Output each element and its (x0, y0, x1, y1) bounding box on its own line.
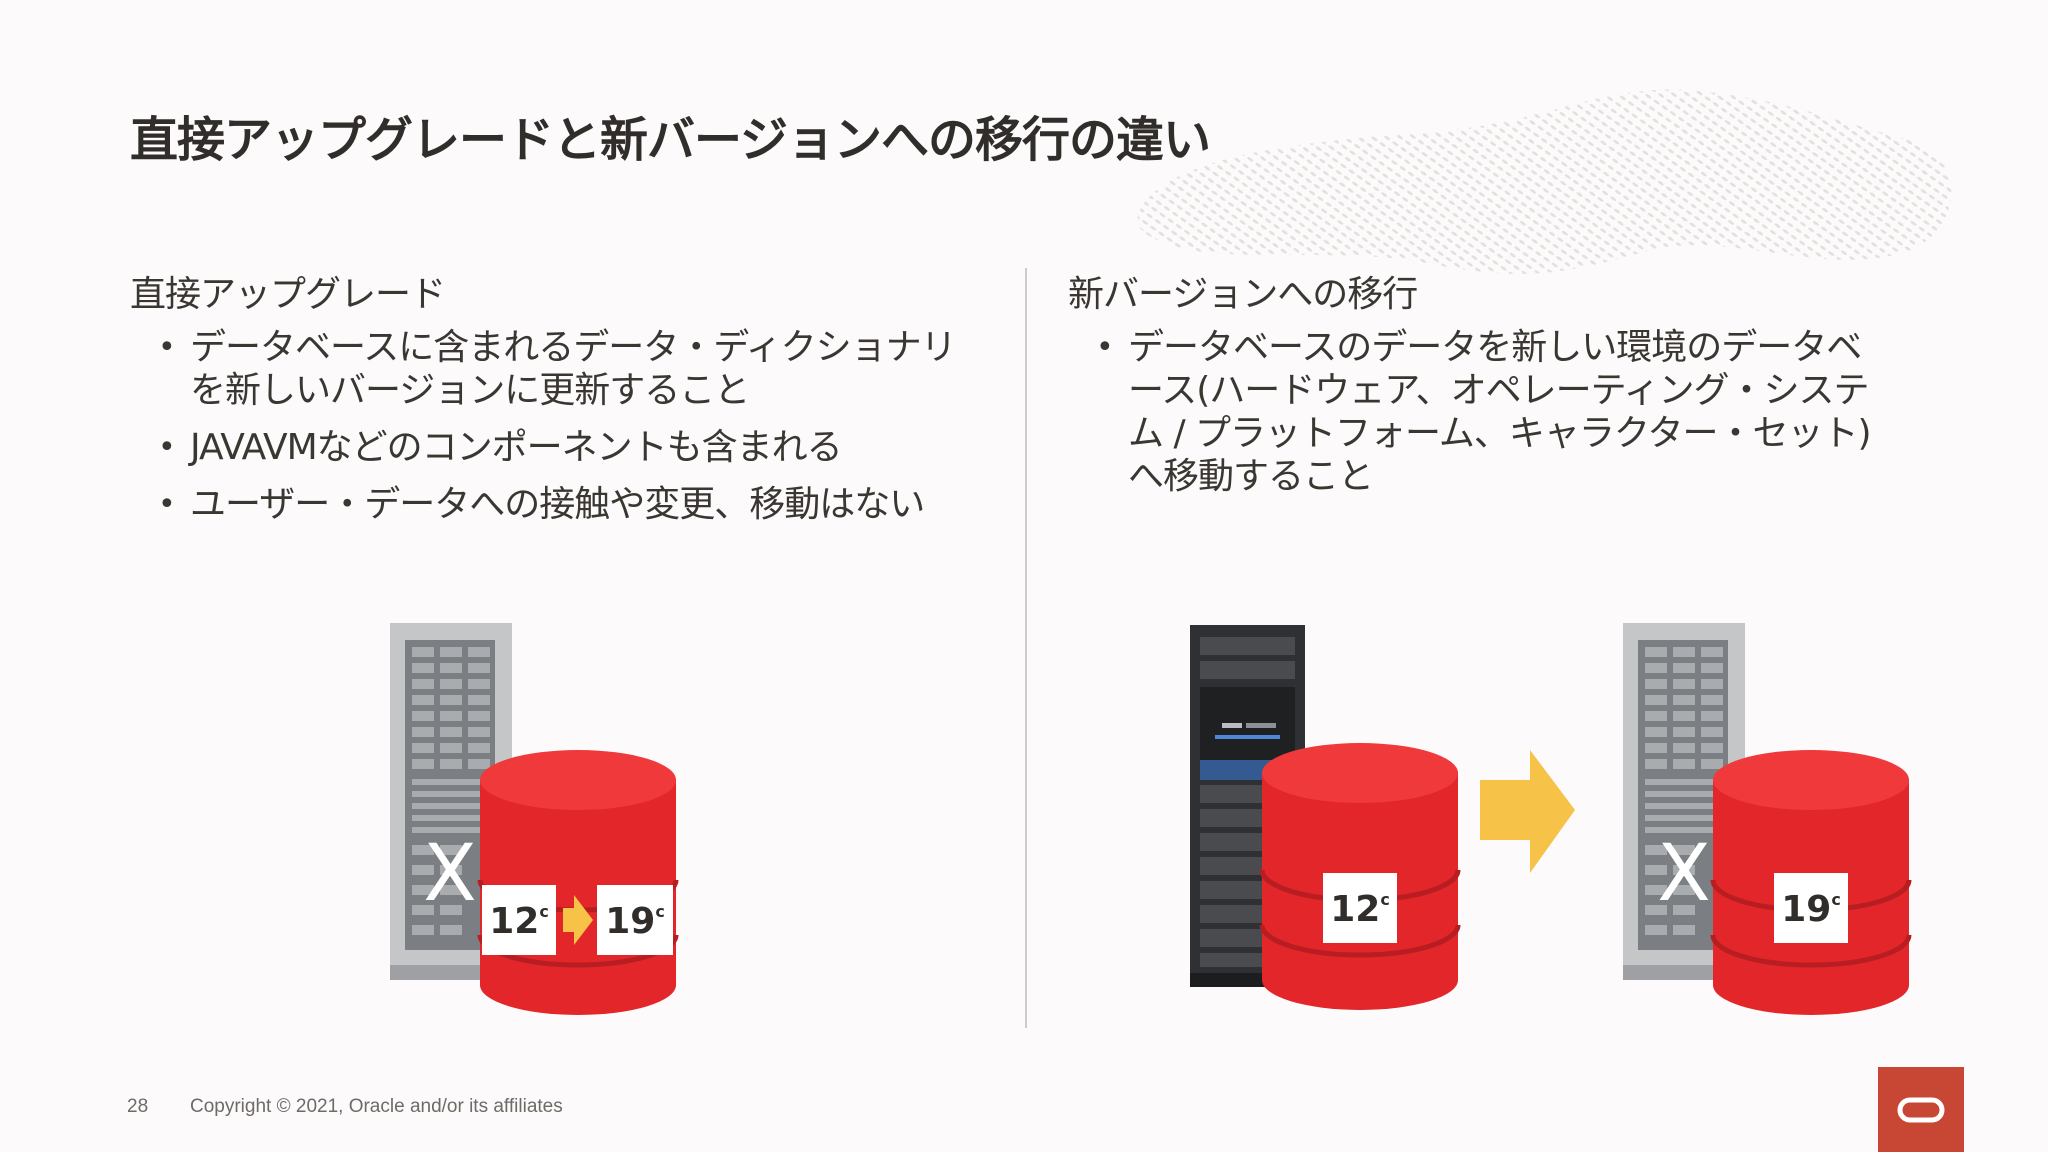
page-number: 28 (127, 1096, 149, 1117)
from-version: 12 (489, 901, 539, 942)
migration-illustration: 12c X 19c (1190, 623, 1912, 1015)
target-server-mark: X (1657, 829, 1710, 919)
database-cylinder-icon (477, 750, 679, 1015)
version-box-19c (597, 885, 673, 955)
slide-title: 直接アップグレードと新バージョンへの移行の違い (130, 112, 1211, 168)
left-bullet-list: データベースに含まれるデータ・ディクショナリを新しいバージョンに更新すること J… (158, 326, 968, 540)
source-version-box (1323, 873, 1397, 943)
right-bullet-list: データベースのデータを新しい環境のデータベース(ハードウェア、オペレーティング・… (1096, 326, 1876, 512)
arrow-right-icon (563, 895, 593, 945)
oracle-logo-icon (1878, 1067, 1964, 1152)
target-version-suffix: c (1831, 890, 1840, 909)
left-bullet-1: データベースに含まれるデータ・ディクショナリを新しいバージョンに更新すること (158, 326, 968, 412)
left-column-heading: 直接アップグレード (130, 274, 446, 315)
direct-upgrade-illustration: X 12c 19c (390, 623, 679, 1015)
copyright-text: Copyright © 2021, Oracle and/or its affi… (190, 1096, 563, 1117)
target-version: 19 (1781, 889, 1831, 930)
arrow-right-icon (1480, 750, 1575, 873)
right-column-heading: 新バージョンへの移行 (1068, 274, 1418, 315)
svg-text:12c: 12c (489, 901, 549, 942)
svg-text:12c: 12c (1330, 889, 1390, 930)
right-bullet-1: データベースのデータを新しい環境のデータベース(ハードウェア、オペレーティング・… (1096, 326, 1876, 498)
server-mark: X (423, 829, 476, 919)
left-bullet-3: ユーザー・データへの接触や変更、移動はない (158, 483, 968, 526)
to-version: 19 (605, 901, 655, 942)
left-bullet-2: JAVAVMなどのコンポーネントも含まれる (158, 426, 968, 469)
from-version-suffix: c (539, 902, 548, 921)
to-version-suffix: c (655, 902, 664, 921)
version-box-12c (482, 885, 556, 955)
source-version: 12 (1330, 889, 1380, 930)
target-version-box (1774, 873, 1848, 943)
decorative-texture (1137, 89, 1952, 274)
column-divider (1025, 268, 1027, 1028)
source-version-suffix: c (1380, 890, 1389, 909)
svg-text:19c: 19c (1781, 889, 1841, 930)
svg-text:19c: 19c (605, 901, 665, 942)
